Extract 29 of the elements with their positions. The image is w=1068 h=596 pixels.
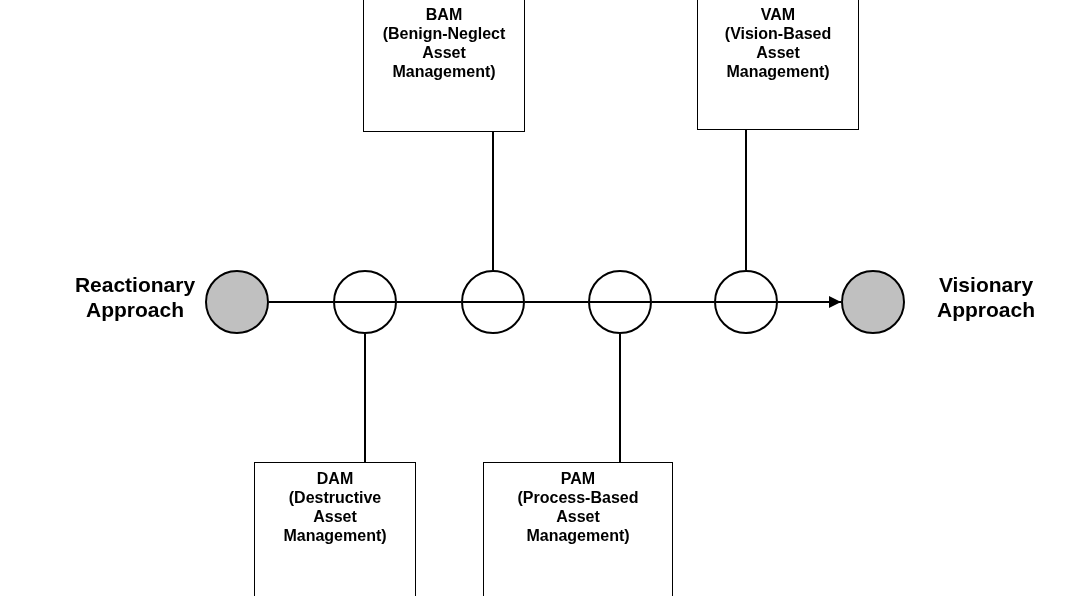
approach-label: Reactionary Approach bbox=[73, 272, 197, 322]
box-description: (Vision-Based Asset Management) bbox=[723, 24, 833, 81]
box-heading: DAM bbox=[315, 469, 355, 488]
box-description: (Process-Based Asset Management) bbox=[516, 488, 640, 545]
milestone-circle bbox=[461, 270, 525, 334]
milestone-circle bbox=[841, 270, 905, 334]
box-heading: PAM bbox=[559, 469, 597, 488]
connector-line bbox=[745, 129, 747, 271]
arrow bbox=[777, 296, 842, 308]
label-box bbox=[363, 0, 525, 132]
milestone-circle bbox=[714, 270, 778, 334]
label-box bbox=[483, 462, 673, 596]
box-heading: BAM bbox=[424, 5, 464, 24]
milestone-circle bbox=[205, 270, 269, 334]
box-description: (Destructive Asset Management) bbox=[282, 488, 388, 545]
connector-line bbox=[396, 301, 462, 303]
connector-line bbox=[268, 301, 334, 303]
connector-line bbox=[651, 301, 715, 303]
connector-line bbox=[619, 333, 621, 463]
box-heading: VAM bbox=[759, 5, 797, 24]
box-description: (Benign-Neglect Asset Management) bbox=[381, 24, 507, 81]
label-box bbox=[254, 462, 416, 596]
label-box bbox=[697, 0, 859, 130]
approach-label: Visionary Approach bbox=[936, 272, 1036, 322]
connector-line bbox=[524, 301, 589, 303]
milestone-circle bbox=[333, 270, 397, 334]
milestone-circle bbox=[588, 270, 652, 334]
connector-line bbox=[492, 131, 494, 271]
connector-line bbox=[364, 333, 366, 463]
